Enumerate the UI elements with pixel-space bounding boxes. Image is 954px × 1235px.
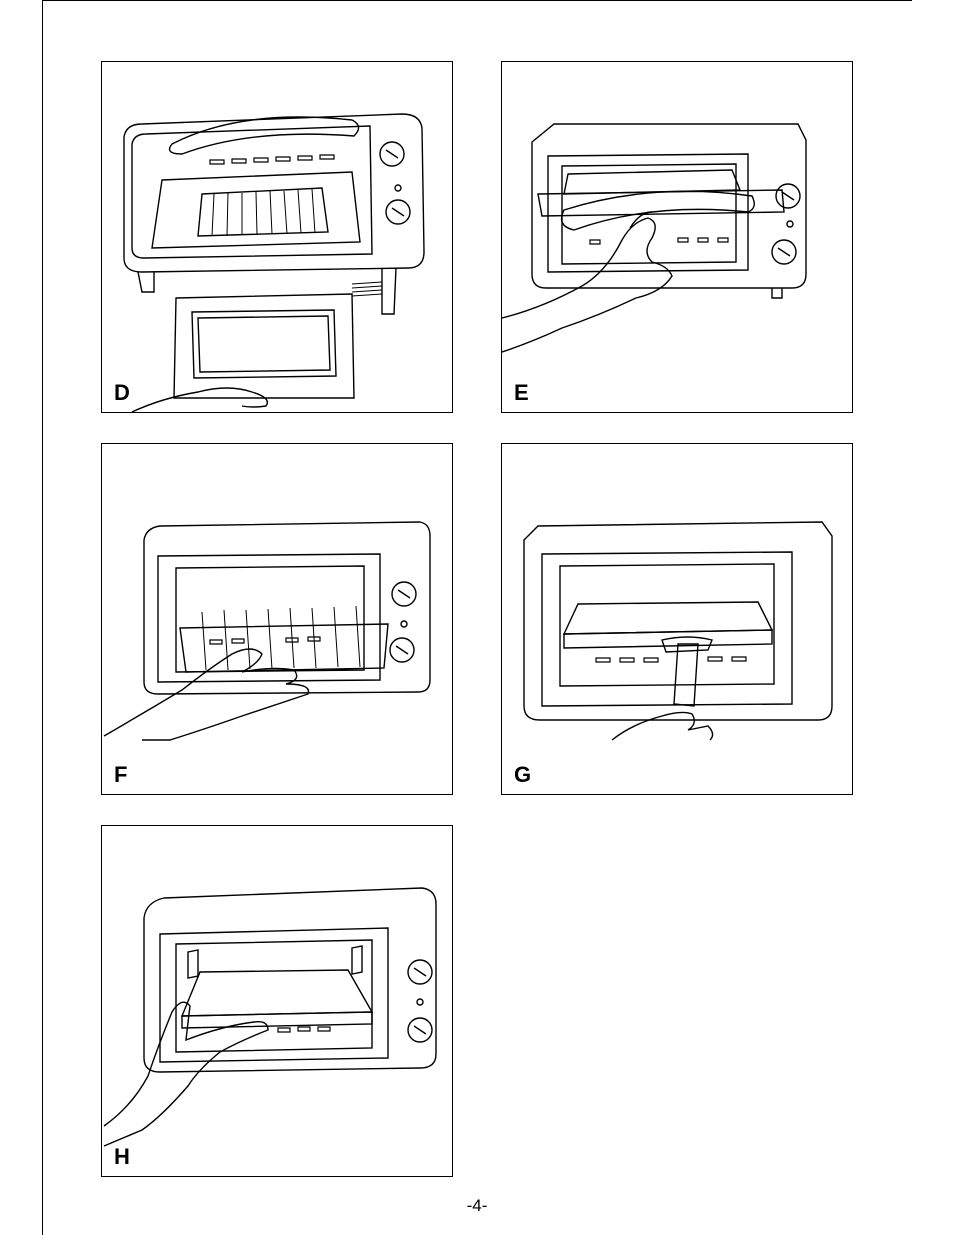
- page-left-rule: [42, 0, 43, 1235]
- figure-label: F: [114, 764, 127, 786]
- toaster-oven-tray-handle-icon: [502, 444, 852, 794]
- figure-label: E: [514, 382, 529, 404]
- page-top-rule: [42, 0, 912, 1]
- figure-h: H: [101, 825, 453, 1177]
- figure-label: D: [114, 382, 130, 404]
- figure-d: D: [101, 61, 453, 413]
- toaster-oven-crumb-tray-icon: [102, 62, 452, 412]
- page-number: -4-: [0, 1196, 954, 1216]
- figure-label: G: [514, 764, 531, 786]
- figure-e: E: [501, 61, 853, 413]
- toaster-oven-wire-rack-icon: [102, 444, 452, 794]
- figure-label: H: [114, 1146, 130, 1168]
- figure-g: G: [501, 443, 853, 795]
- toaster-oven-baking-tray-icon: [102, 826, 452, 1176]
- toaster-oven-baking-pan-icon: [502, 62, 852, 412]
- figure-f: F: [101, 443, 453, 795]
